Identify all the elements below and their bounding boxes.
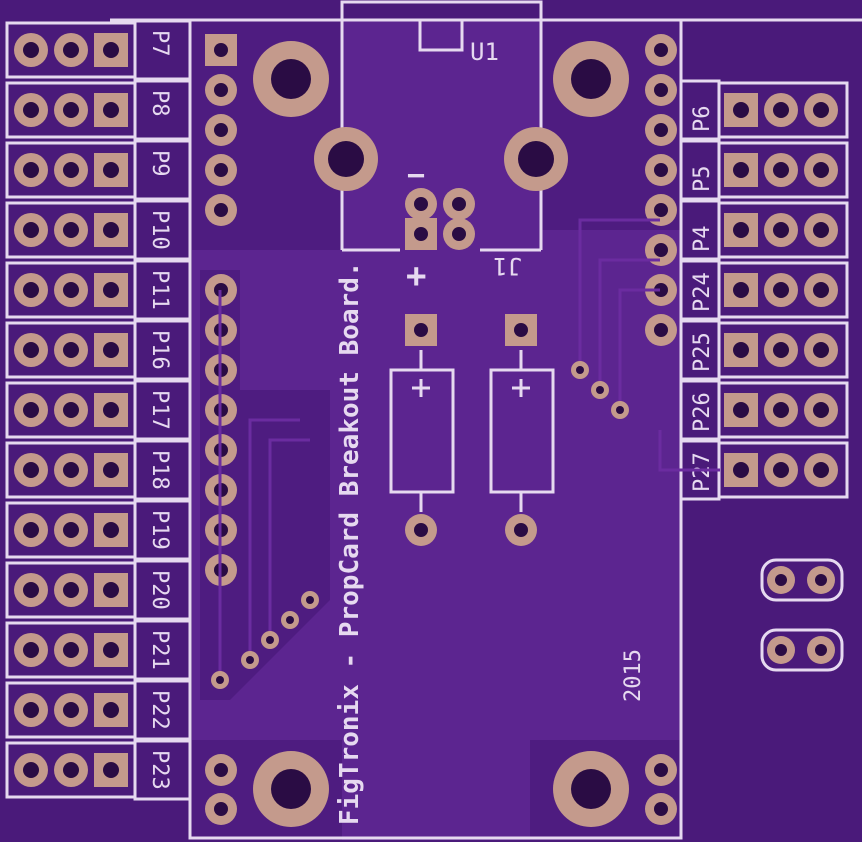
j1-plus-label: + bbox=[406, 256, 426, 296]
left-header-label: P18 bbox=[147, 450, 172, 490]
right-header-label: P25 bbox=[690, 332, 715, 372]
left-header-label: P9 bbox=[147, 150, 172, 177]
vias-left bbox=[211, 290, 319, 689]
left-header-label: P16 bbox=[147, 330, 172, 370]
left-header-p11: P11 bbox=[5, 259, 192, 321]
left-header-p8: P8 bbox=[5, 79, 192, 141]
mounting-holes bbox=[253, 41, 629, 827]
right-header-p27: P27 bbox=[679, 439, 849, 501]
right-header-label: P26 bbox=[690, 392, 715, 432]
u1-label: U1 bbox=[470, 38, 499, 66]
right-header-label: P4 bbox=[690, 226, 715, 253]
right-header-p6: P6 bbox=[679, 79, 849, 141]
j1-label: J1 bbox=[493, 252, 522, 280]
left-header-p18: P18 bbox=[5, 439, 192, 501]
left-header-p9: P9 bbox=[5, 139, 192, 201]
right-header-p4: P4 bbox=[679, 199, 849, 261]
left-header-p7: P7 bbox=[5, 19, 192, 81]
left-header-p21: P21 bbox=[5, 619, 192, 681]
left-header-label: P21 bbox=[147, 630, 172, 670]
left-header-label: P10 bbox=[147, 210, 172, 250]
left-header-p22: P22 bbox=[5, 679, 192, 741]
right-header-label: P27 bbox=[690, 452, 715, 492]
left-header-p17: P17 bbox=[5, 379, 192, 441]
left-header-label: P8 bbox=[147, 90, 172, 117]
right-header-p25: P25 bbox=[679, 319, 849, 381]
left-header-p23: P23 bbox=[5, 739, 192, 801]
right-header-p24: P24 bbox=[679, 259, 849, 321]
right-header-label: P24 bbox=[690, 272, 715, 312]
j1-minus-label: − bbox=[407, 158, 425, 193]
left-header-p19: P19 bbox=[5, 499, 192, 561]
left-header-label: P11 bbox=[147, 270, 172, 310]
vias-right bbox=[571, 218, 720, 472]
right-header-p5: P5 bbox=[679, 139, 849, 201]
u1-outline bbox=[340, 0, 543, 250]
left-header-label: P23 bbox=[147, 750, 172, 790]
left-header-p16: P16 bbox=[5, 319, 192, 381]
left-header-p10: P10 bbox=[5, 199, 192, 261]
j1-pads bbox=[405, 188, 475, 250]
left-header-label: P20 bbox=[147, 570, 172, 610]
two-pin-headers bbox=[760, 558, 844, 672]
board-title: FigTronix - PropCard Breakout Board. bbox=[335, 261, 365, 825]
left-header-label: P17 bbox=[147, 390, 172, 430]
left-header-label: P22 bbox=[147, 690, 172, 730]
right-header-p26: P26 bbox=[679, 379, 849, 441]
capacitors bbox=[389, 314, 555, 546]
left-header-p20: P20 bbox=[5, 559, 192, 621]
board-year: 2015 bbox=[621, 649, 646, 702]
left-header-label: P19 bbox=[147, 510, 172, 550]
pin-column-group bbox=[205, 34, 677, 825]
right-header-label: P5 bbox=[690, 166, 715, 193]
u1-notch bbox=[418, 20, 464, 52]
right-header-label: P6 bbox=[690, 106, 715, 133]
left-header-label: P7 bbox=[147, 30, 172, 57]
